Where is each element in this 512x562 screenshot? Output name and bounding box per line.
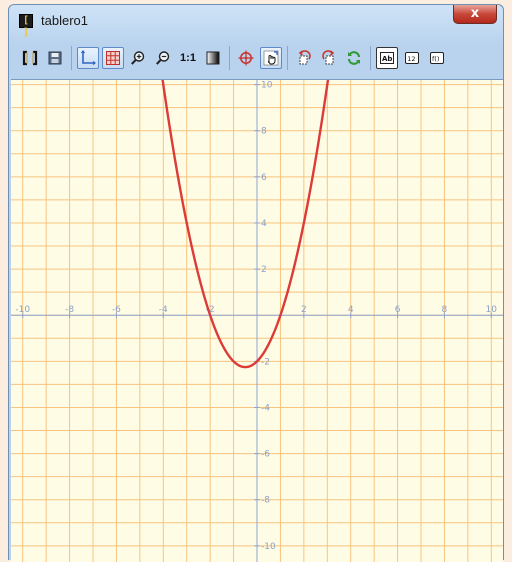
function-curve[interactable]	[11, 80, 503, 369]
zoom-in-button[interactable]	[127, 47, 149, 69]
zoom-out-icon	[156, 51, 170, 65]
x-tick-label: 8	[442, 305, 448, 315]
svg-text:Ab: Ab	[382, 55, 392, 63]
rotate-left-button[interactable]	[293, 47, 315, 69]
rotate-left-icon	[298, 50, 311, 65]
board-window: [ ] tablero1 x	[8, 4, 504, 562]
contrast-icon	[206, 51, 220, 65]
app-icon: [ ]	[19, 14, 33, 38]
toolbar: 1:1	[15, 41, 497, 75]
y-tick-label: -8	[261, 496, 270, 506]
x-tick-label: -4	[159, 305, 168, 315]
graph-canvas[interactable]: -10 -8 -6 -4 -2 2 4 6 8 10 10 8 6 4 2 -2 -4 -6 -8 -10	[11, 80, 503, 562]
title-bar[interactable]: [ ] tablero1 x	[9, 5, 503, 38]
rotate-right-button[interactable]	[318, 47, 340, 69]
y-tick-label: 10	[261, 81, 273, 91]
number-box-button[interactable]: 12	[401, 47, 423, 69]
text-box-icon: Ab	[380, 52, 394, 64]
y-tick-label: 8	[261, 127, 267, 137]
zoom-reset-button[interactable]: 1:1	[177, 47, 199, 69]
rotate-right-icon	[322, 50, 335, 65]
hand-pointer-icon	[263, 50, 279, 66]
grid-icon	[106, 51, 120, 65]
contrast-button[interactable]	[202, 47, 224, 69]
toolbar-separator	[71, 46, 72, 70]
save-icon	[48, 51, 62, 65]
x-tick-label: -2	[206, 305, 215, 315]
graph-board[interactable]: -10 -8 -6 -4 -2 2 4 6 8 10 10 8 6 4 2 -2 -4 -6 -8 -10	[11, 79, 503, 562]
axes-toggle-button[interactable]	[77, 47, 99, 69]
pan-button[interactable]	[260, 47, 282, 69]
toolbar-separator	[370, 46, 371, 70]
crosshair-icon	[238, 50, 254, 66]
y-tick-label: 4	[261, 219, 267, 229]
x-tick-label: 2	[301, 305, 307, 315]
save-button[interactable]	[44, 47, 66, 69]
close-button[interactable]: x	[453, 5, 497, 24]
toolbar-separator	[287, 46, 288, 70]
brackets-button[interactable]	[19, 47, 41, 69]
axis-ticks: -10 -8 -6 -4 -2 2 4 6 8 10 10 8 6 4 2 -2 -4 -6 -8 -10	[15, 81, 497, 552]
brackets-icon	[22, 50, 38, 66]
function-box-icon: f()	[430, 52, 444, 64]
number-box-icon: 12	[405, 52, 419, 64]
y-tick-label: -2	[261, 357, 270, 367]
refresh-button[interactable]	[343, 47, 365, 69]
x-tick-label: 4	[348, 305, 354, 315]
zoom-in-icon	[131, 51, 145, 65]
zoom-reset-label: 1:1	[180, 52, 196, 64]
y-tick-label: -6	[261, 450, 270, 460]
function-curve-group	[11, 80, 503, 369]
x-tick-label: 10	[486, 305, 498, 315]
function-box-text: f()	[432, 55, 439, 63]
axes	[11, 80, 503, 562]
text-box-button[interactable]: Ab	[376, 47, 398, 69]
number-box-text: 12	[407, 55, 415, 63]
x-tick-label: -6	[112, 305, 121, 315]
crosshair-button[interactable]	[235, 47, 257, 69]
y-tick-label: -4	[261, 403, 270, 413]
axes-icon	[81, 50, 96, 65]
toolbar-separator	[229, 46, 230, 70]
x-tick-label: -10	[15, 305, 30, 315]
zoom-out-button[interactable]	[152, 47, 174, 69]
function-box-button[interactable]: f()	[426, 47, 448, 69]
y-tick-label: 6	[261, 173, 267, 183]
refresh-icon	[347, 51, 361, 65]
y-tick-label: -10	[261, 542, 276, 552]
grid-toggle-button[interactable]	[102, 47, 124, 69]
x-tick-label: -8	[65, 305, 74, 315]
window-title: tablero1	[41, 13, 88, 28]
x-tick-label: 6	[395, 305, 401, 315]
y-tick-label: 2	[261, 265, 267, 275]
